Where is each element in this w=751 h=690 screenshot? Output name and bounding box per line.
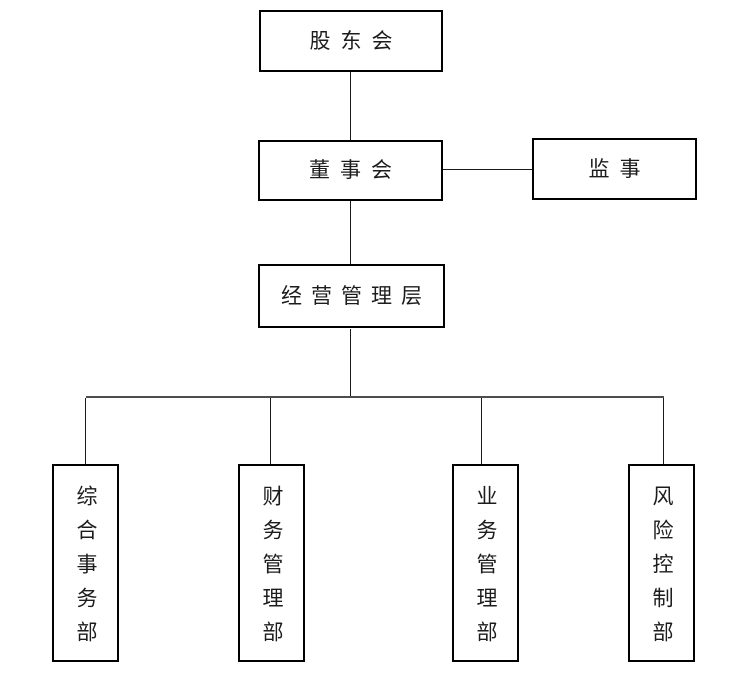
node-dept-general-affairs-label: 综合事务部 xyxy=(74,484,98,655)
node-dept-business-management: 业务管理部 xyxy=(452,464,519,662)
node-shareholders-meeting: 股东会 xyxy=(259,10,443,72)
node-board-label: 董事会 xyxy=(309,158,402,182)
edge-branch-horizontal xyxy=(86,396,664,398)
node-shareholders-label: 股东会 xyxy=(309,28,403,53)
node-dept-risk-control: 风险控制部 xyxy=(628,464,695,662)
edge-branch-dept-business xyxy=(481,398,482,464)
node-dept-general-affairs: 综合事务部 xyxy=(52,464,119,662)
edge-branch-dept-general-affairs xyxy=(85,398,86,464)
node-supervisor-label: 监事 xyxy=(588,156,651,181)
node-management-level: 经营管理层 xyxy=(258,264,445,328)
edge-board-management xyxy=(350,201,351,264)
node-dept-financial-management: 财务管理部 xyxy=(238,464,305,662)
node-dept-business-management-label: 业务管理部 xyxy=(474,484,498,655)
node-dept-financial-management-label: 财务管理部 xyxy=(260,484,284,655)
node-management-label: 经营管理层 xyxy=(281,283,431,308)
node-dept-risk-control-label: 风险控制部 xyxy=(650,484,674,655)
edge-shareholders-board xyxy=(350,72,351,140)
edge-branch-dept-finance xyxy=(270,398,271,464)
node-supervisor: 监事 xyxy=(532,138,697,200)
edge-management-branch-stem xyxy=(350,329,351,397)
edge-board-supervisor xyxy=(443,169,532,170)
edge-branch-dept-risk-control xyxy=(663,398,664,464)
node-board-of-directors: 董事会 xyxy=(258,140,443,201)
